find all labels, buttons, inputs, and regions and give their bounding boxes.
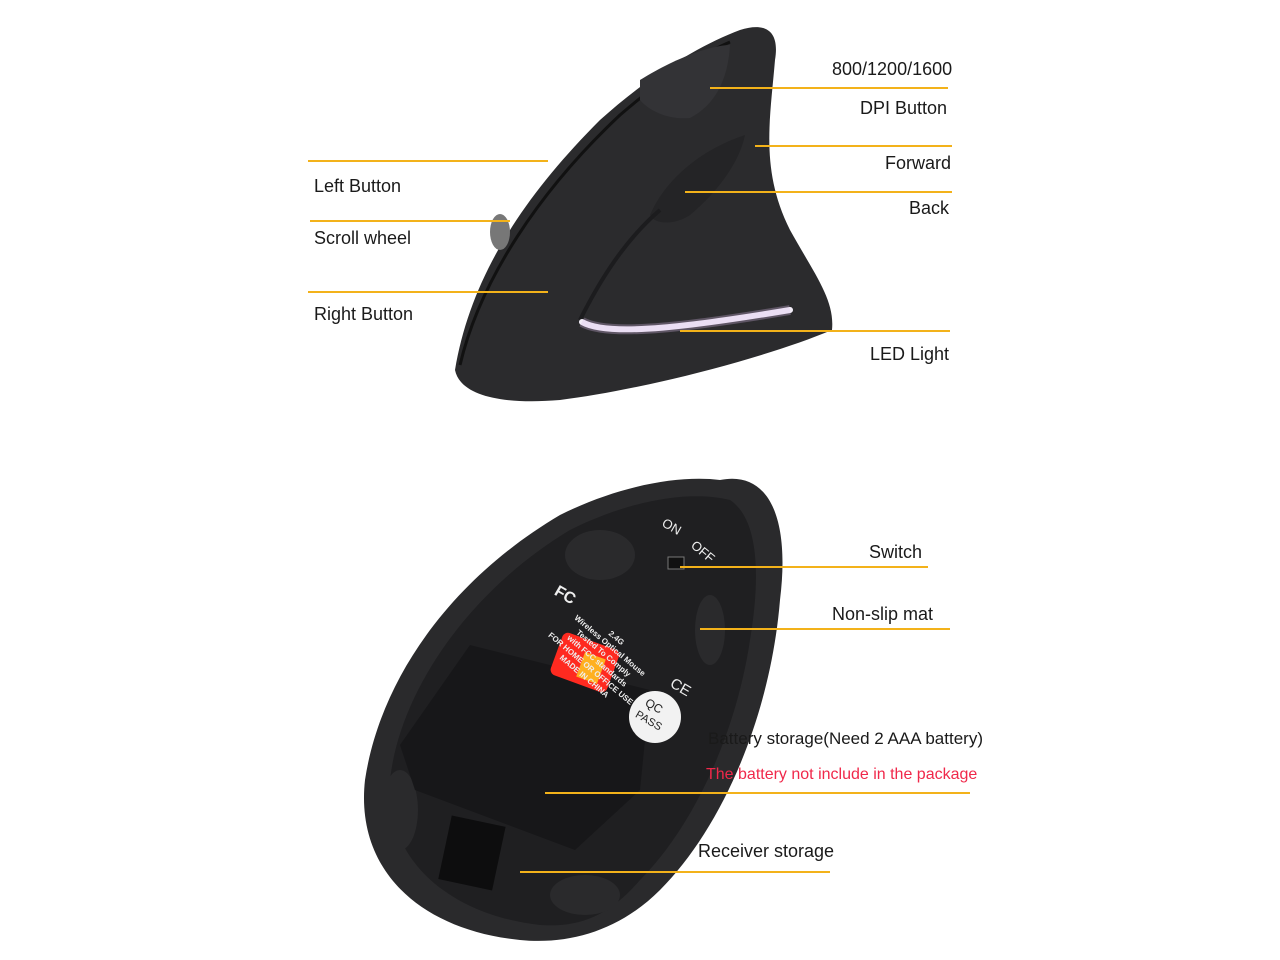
led-light-label: LED Light (870, 344, 950, 364)
led-leader-line (680, 330, 950, 332)
battery-note: The battery not include in the package (706, 766, 978, 783)
battery-cover (400, 645, 650, 850)
dpi-values-label: 800/1200/1600 (832, 59, 953, 79)
switch-label: Switch (869, 542, 923, 562)
mouse-side-view (455, 27, 833, 402)
qc-pass-sticker (629, 691, 681, 743)
non-slip-leader-line (700, 628, 950, 630)
left-button-label: Left Button (314, 176, 402, 196)
dpi-button-label: DPI Button (860, 98, 948, 118)
scroll-wheel-shape (490, 214, 510, 250)
left-button-leader-line (308, 160, 548, 162)
battery-storage-label: Battery storage(Need 2 AAA battery) (708, 729, 983, 748)
receiver-storage-label: Receiver storage (698, 841, 835, 861)
battery-leader-line (545, 792, 970, 794)
dpi-leader-line (710, 87, 948, 89)
receiver-leader-line (520, 871, 830, 873)
back-label: Back (909, 198, 950, 218)
switch-leader-line (680, 566, 928, 568)
forward-leader-line (755, 145, 952, 147)
scroll-wheel-leader-line (310, 220, 510, 222)
non-slip-mat-label: Non-slip mat (832, 604, 934, 624)
forward-label: Forward (885, 153, 952, 173)
right-button-label: Right Button (314, 304, 414, 324)
back-leader-line (685, 191, 952, 193)
mouse-bottom-view (363, 478, 783, 941)
scroll-wheel-label: Scroll wheel (314, 228, 412, 248)
receiver-slot (438, 815, 506, 891)
led-strip (579, 307, 793, 333)
right-button-leader-line (308, 291, 548, 293)
side-buttons-shape (650, 135, 745, 223)
dpi-button-shape (640, 45, 730, 119)
